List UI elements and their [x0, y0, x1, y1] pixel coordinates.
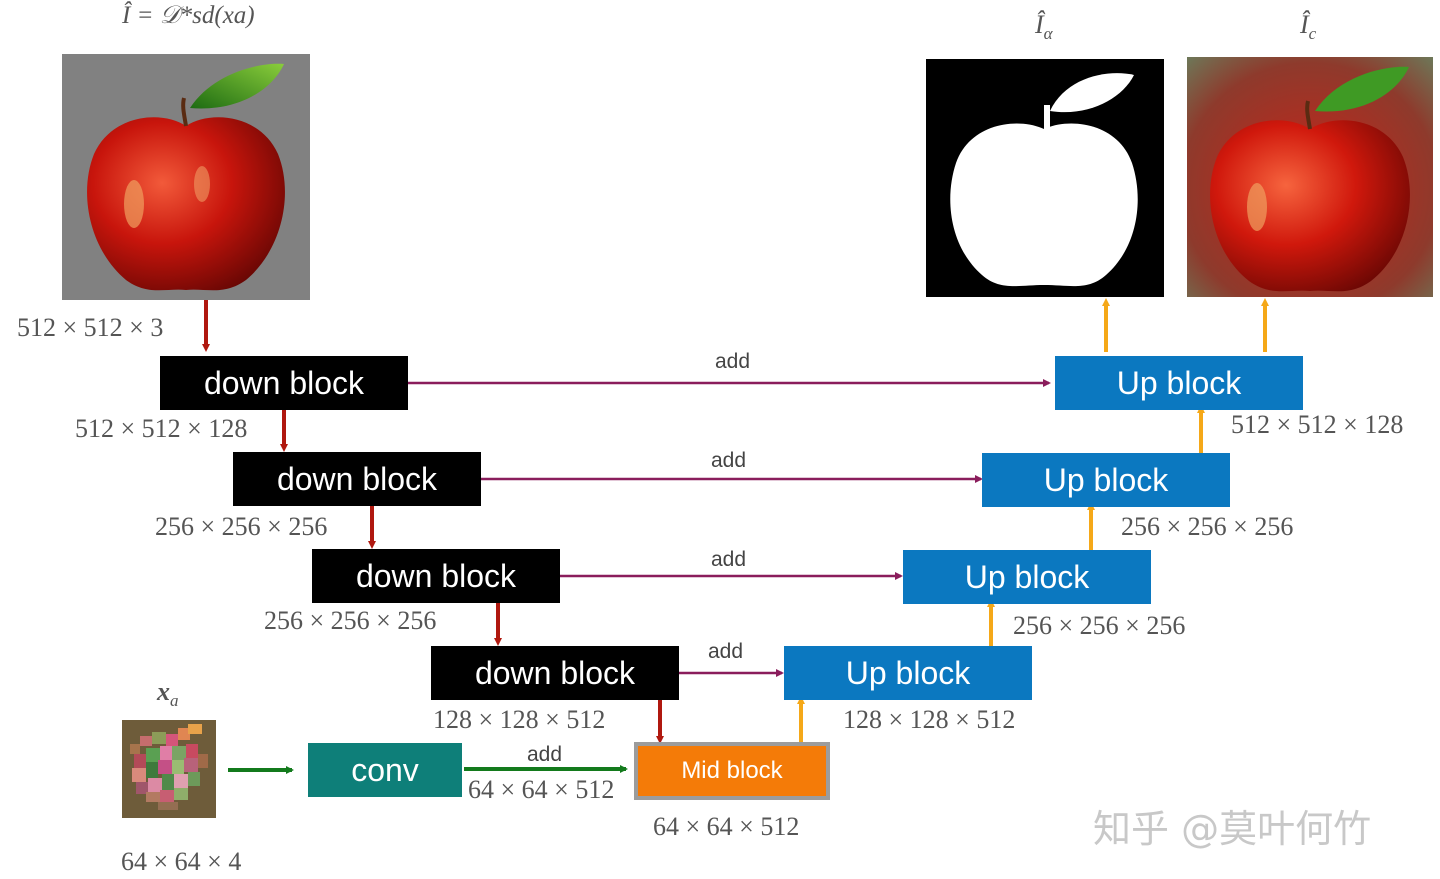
dim-down4: 128 × 128 × 512	[433, 705, 606, 734]
dim-down3: 256 × 256 × 256	[264, 606, 437, 635]
latent-image	[122, 720, 216, 818]
down-block-3: down block	[312, 549, 560, 603]
watermark: 知乎 @莫叶何竹	[1093, 807, 1372, 851]
dim-input: 512 × 512 × 3	[17, 313, 164, 342]
alpha-mask-image	[926, 59, 1164, 297]
dim-conv-out: 64 × 64 × 512	[468, 775, 615, 804]
dim-up-mid: 128 × 128 × 512	[843, 705, 1016, 734]
input-formula: Î = 𝒟*sd(xa)	[122, 2, 255, 29]
up-block-3: Up block	[903, 550, 1151, 604]
mid-block: Mid block	[634, 742, 830, 800]
conv-block: conv	[308, 743, 462, 797]
latent-label: xa	[157, 677, 179, 711]
up-block-4: Up block	[784, 646, 1032, 700]
alpha-label: Îα	[1035, 10, 1053, 44]
color-label: Îc	[1300, 10, 1317, 44]
dim-up1: 512 × 512 × 128	[1231, 410, 1404, 439]
dim-latent: 64 × 64 × 4	[121, 847, 242, 876]
add-label-5: add	[527, 743, 563, 766]
up-block-2: Up block	[982, 453, 1230, 507]
add-label-3: add	[711, 548, 747, 571]
add-label-1: add	[715, 350, 751, 373]
dim-mid: 64 × 64 × 512	[653, 812, 800, 841]
add-label-2: add	[711, 449, 747, 472]
input-apple-image	[62, 54, 310, 300]
down-block-4: down block	[431, 646, 679, 700]
add-label-4: add	[708, 640, 744, 663]
dim-down2: 256 × 256 × 256	[155, 512, 328, 541]
down-block-1: down block	[160, 356, 408, 410]
down-block-2: down block	[233, 452, 481, 506]
dim-down1: 512 × 512 × 128	[75, 414, 248, 443]
dim-up3: 256 × 256 × 256	[1013, 611, 1186, 640]
color-output-image	[1187, 57, 1433, 297]
up-block-1: Up block	[1055, 356, 1303, 410]
dim-up2: 256 × 256 × 256	[1121, 512, 1294, 541]
